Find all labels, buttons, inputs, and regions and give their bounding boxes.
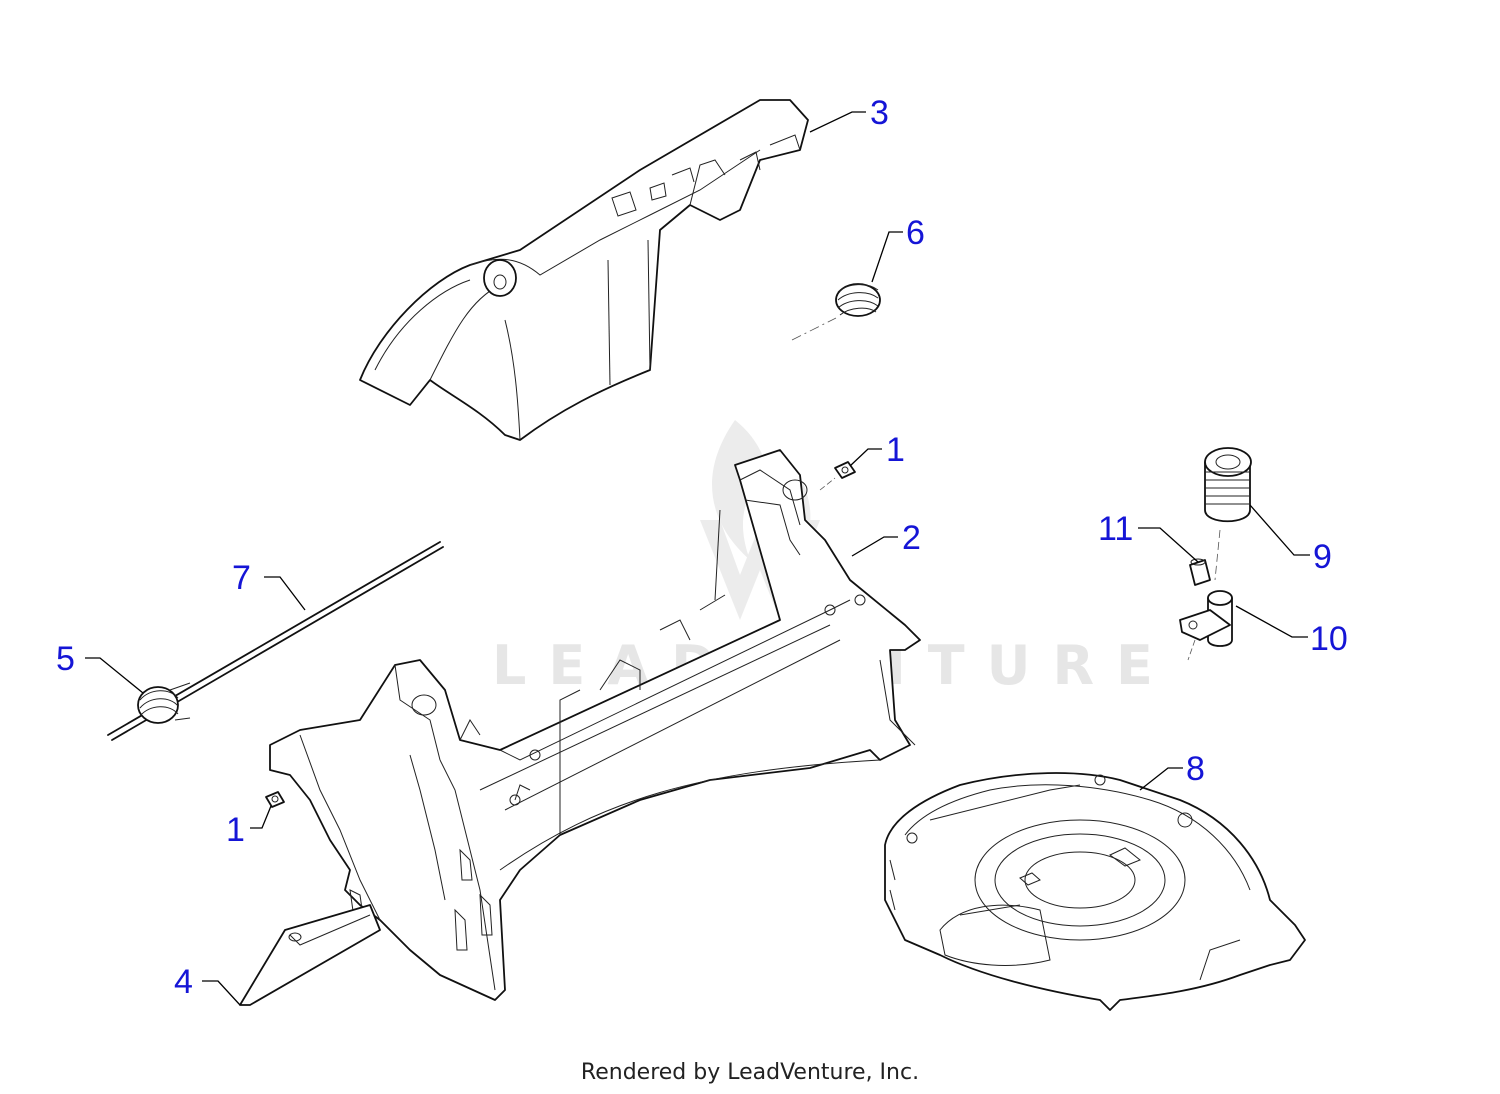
callout-11: 11 xyxy=(1098,510,1133,548)
part-10-stud xyxy=(1179,590,1233,661)
callout-4: 4 xyxy=(174,963,193,1001)
callout-8: 8 xyxy=(1186,750,1205,788)
callout-6: 6 xyxy=(906,214,925,252)
leader-1-bottom xyxy=(250,805,272,829)
callout-2: 2 xyxy=(902,519,921,557)
callout-1-bottom: 1 xyxy=(226,811,245,849)
part-5-spring xyxy=(137,682,191,724)
callout-3: 3 xyxy=(870,94,889,132)
callout-1-top: 1 xyxy=(886,431,905,469)
leader-2 xyxy=(851,536,898,557)
leader-10 xyxy=(1235,605,1308,638)
part-2-frame xyxy=(269,449,921,1001)
part-4-plate xyxy=(239,904,381,1006)
part-1-nut-top xyxy=(819,461,856,491)
part-1-nut-bottom xyxy=(265,791,285,808)
part-6-spring xyxy=(791,283,881,341)
leader-9 xyxy=(1249,504,1310,556)
callout-5: 5 xyxy=(56,640,75,678)
leader-lines xyxy=(85,111,1310,1006)
part-8-deck xyxy=(884,772,1306,1011)
leader-7 xyxy=(264,576,306,611)
callout-9: 9 xyxy=(1313,538,1332,576)
leader-6 xyxy=(871,231,903,283)
callout-7: 7 xyxy=(232,559,251,597)
part-3-cover xyxy=(359,99,809,441)
leader-11 xyxy=(1138,527,1199,563)
leader-5 xyxy=(85,657,144,694)
part-11-fitting xyxy=(1189,558,1211,586)
leader-8 xyxy=(1139,767,1183,791)
leader-3 xyxy=(809,111,866,133)
callout-10: 10 xyxy=(1310,620,1348,658)
footer-credit: Rendered by LeadVenture, Inc. xyxy=(580,1060,920,1085)
part-9-knob xyxy=(1204,447,1252,581)
leader-1-top xyxy=(849,448,882,467)
callouts: 3 6 1 2 7 5 1 4 11 9 10 8 xyxy=(56,94,1348,1001)
leader-4 xyxy=(202,980,241,1006)
